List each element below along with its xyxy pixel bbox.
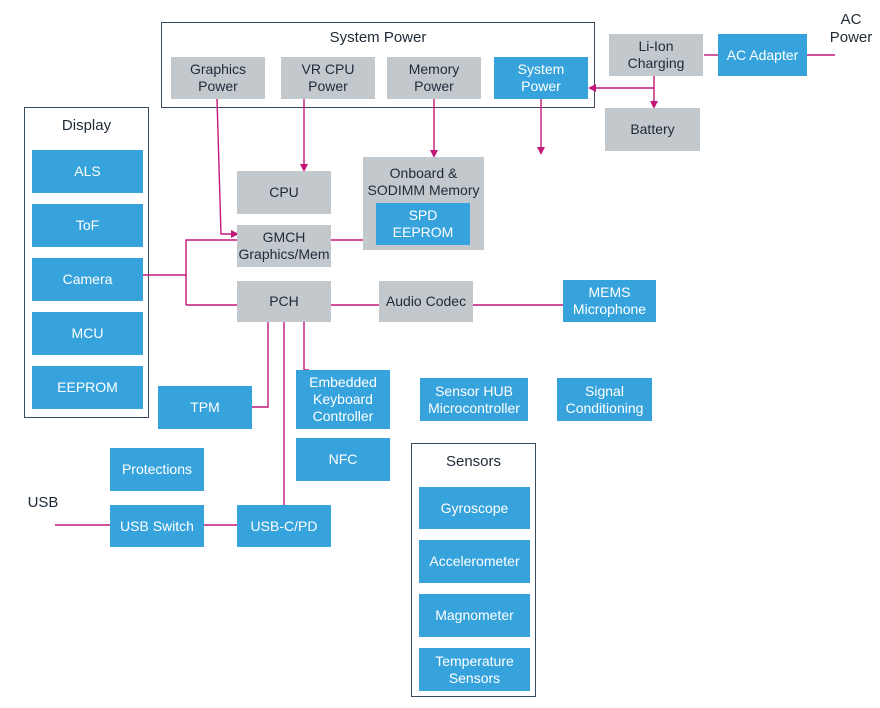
mems-microphone-block: MEMS Microphone: [563, 280, 656, 322]
pch-block: PCH: [237, 281, 331, 322]
camera-block: Camera: [32, 258, 143, 301]
graphics-power-block: Graphics Power: [171, 57, 265, 99]
pch-to-ec-line: [303, 322, 309, 371]
display-group-title: Display: [61, 117, 112, 134]
system-power-group-title: System Power: [329, 29, 427, 46]
mcu-block: MCU: [32, 312, 143, 355]
sensor-hub-block: Sensor HUB Microcontroller: [420, 378, 528, 421]
gyroscope-block: Gyroscope: [419, 487, 530, 529]
eeprom-block: EEPROM: [32, 366, 143, 409]
protections-block: Protections: [110, 448, 204, 491]
usb-switch-block: USB Switch: [110, 505, 204, 547]
usb-label: USB: [27, 494, 59, 511]
graphics-power-to-gmch-line: [216, 98, 239, 238]
tpm-block: TPM: [158, 386, 252, 429]
system-power-block: System Power: [494, 57, 588, 99]
tof-block: ToF: [32, 204, 143, 247]
nfc-block: NFC: [296, 438, 390, 481]
gmch-block: GMCH Graphics/Mem: [237, 225, 331, 267]
vr-cpu-power-block: VR CPU Power: [281, 57, 375, 99]
camera-to-gmch-line: [185, 239, 237, 305]
memory-power-block: Memory Power: [387, 57, 481, 99]
magnometer-block: Magnometer: [419, 594, 530, 637]
battery-block: Battery: [605, 108, 700, 151]
embedded-keyboard-controller-block: Embedded Keyboard Controller: [296, 370, 390, 429]
accelerometer-block: Accelerometer: [419, 540, 530, 583]
ac-adapter-block: AC Adapter: [718, 34, 807, 76]
sensors-group-title: Sensors: [445, 453, 502, 470]
signal-conditioning-block: Signal Conditioning: [557, 378, 652, 421]
audio-codec-block: Audio Codec: [379, 281, 473, 322]
li-ion-charging-block: Li-Ion Charging: [609, 34, 703, 76]
temperature-sensors-block: Temperature Sensors: [419, 648, 530, 691]
ac-power-label: AC Power: [829, 11, 873, 46]
spd-eeprom-block: SPD EEPROM: [376, 203, 470, 245]
pch-to-tpm-line: [252, 322, 269, 408]
als-block: ALS: [32, 150, 143, 193]
cpu-block: CPU: [237, 171, 331, 214]
onboard-memory-label: Onboard & SODIMM Memory: [367, 165, 480, 198]
usb-c-pd-block: USB-C/PD: [237, 505, 331, 547]
